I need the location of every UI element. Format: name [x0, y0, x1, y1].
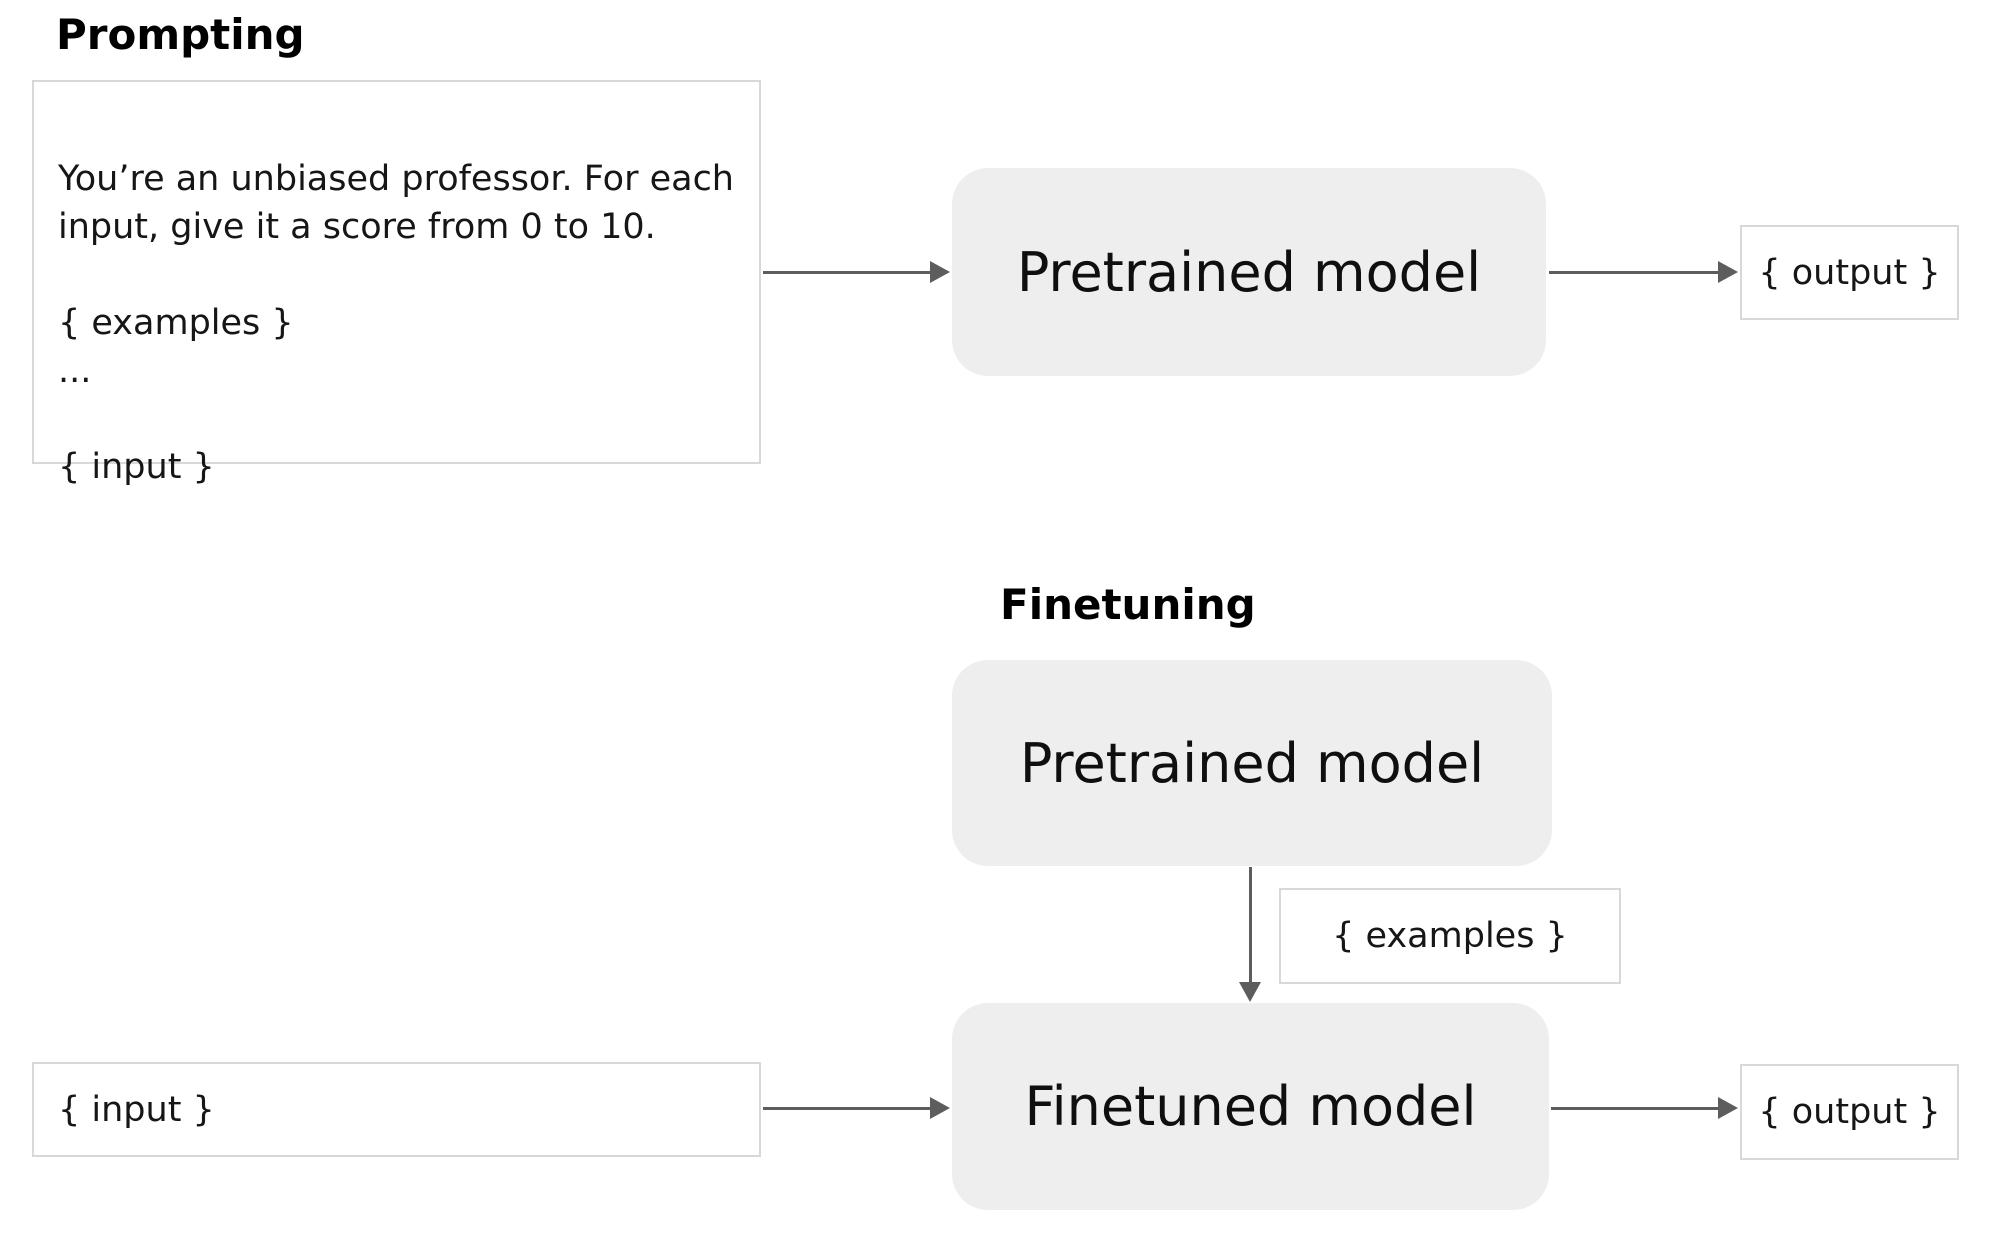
arrow-head-icon [1239, 982, 1261, 1002]
prompting-heading: Prompting [56, 10, 305, 59]
examples-box: { examples } [1279, 888, 1621, 984]
arrow-head-icon [930, 261, 950, 283]
arrow-input-to-finetuned [763, 1096, 950, 1120]
arrow-head-icon [930, 1097, 950, 1119]
arrow-shaft [1248, 867, 1252, 987]
arrow-pretrained-to-finetuned [1238, 867, 1262, 1002]
finetuned-model-label: Finetuned model [1024, 1075, 1477, 1138]
arrow-shaft [763, 1106, 935, 1110]
input-label: { input } [58, 1089, 215, 1130]
arrow-prompt-to-pretrained [763, 260, 950, 284]
examples-label: { examples } [1332, 916, 1568, 956]
arrow-head-icon [1718, 1097, 1738, 1119]
output-box-bottom: { output } [1740, 1064, 1959, 1160]
pretrained-model-box-top: Pretrained model [952, 168, 1546, 376]
finetuned-model-box: Finetuned model [952, 1003, 1549, 1210]
arrow-head-icon [1718, 261, 1738, 283]
pretrained-model-label: Pretrained model [1016, 240, 1482, 304]
arrow-shaft [1549, 270, 1723, 274]
output-label: { output } [1758, 1092, 1941, 1132]
prompt-text: You’re an unbiased professor. For each i… [58, 159, 734, 487]
arrow-shaft [1551, 1106, 1723, 1110]
arrow-shaft [763, 270, 935, 274]
finetuning-heading: Finetuning [1000, 580, 1256, 629]
input-box: { input } [32, 1062, 761, 1157]
arrow-finetuned-to-output [1551, 1096, 1738, 1120]
output-box-top: { output } [1740, 225, 1959, 320]
prompt-text-box: You’re an unbiased professor. For each i… [32, 80, 761, 487]
pretrained-model-label: Pretrained model [1019, 731, 1485, 795]
pretrained-model-box-bottom: Pretrained model [952, 660, 1552, 866]
arrow-pretrained-to-output [1549, 260, 1738, 284]
output-label: { output } [1758, 252, 1941, 293]
